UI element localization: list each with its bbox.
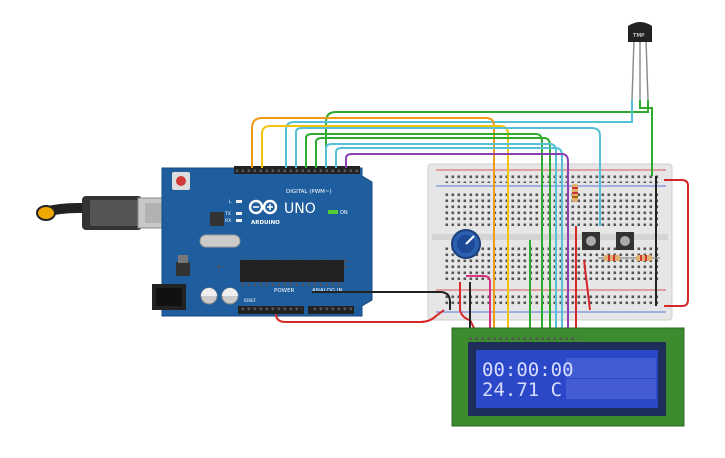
- arduino-logo-icon: [248, 199, 278, 215]
- crystal: [199, 234, 241, 248]
- usb-chip: [210, 212, 224, 226]
- lcd-module[interactable]: 00:00:00 24.71 C: [451, 327, 685, 427]
- ioref-label: IOREF: [244, 298, 257, 303]
- digital-label: DIGITAL (PWM~): [286, 189, 332, 195]
- atmega-chip: [240, 260, 344, 282]
- pushbutton-1[interactable]: [582, 232, 600, 250]
- temperature-sensor[interactable]: TMP: [628, 22, 652, 101]
- rx-led-label: RX: [225, 218, 231, 224]
- resistor-top: [572, 184, 578, 202]
- sensor-label: TMP: [632, 33, 645, 39]
- power-label: POWER: [274, 288, 295, 294]
- resistor-pair: [598, 255, 660, 261]
- usb-cable: [36, 196, 173, 230]
- l-led-label: L: [229, 199, 232, 205]
- tx-led-label: TX: [224, 211, 231, 217]
- brand-label: ARDUINO: [251, 220, 280, 226]
- lcd-screen: [476, 350, 658, 408]
- pushbutton-2[interactable]: [616, 232, 634, 250]
- reset-icon: [176, 176, 186, 186]
- lcd-line-1: 00:00:00: [482, 359, 574, 381]
- lcd-line-2: 24.71 C: [482, 379, 562, 401]
- wire-bundle-bottom: [275, 226, 591, 333]
- on-label: ON: [340, 210, 348, 216]
- model-label: UNO: [284, 201, 316, 217]
- wire-bundle-top: [251, 100, 689, 330]
- arduino-uno-board[interactable]: DIGITAL (PWM~) UNO ARDUINO ON L TX RX: [152, 166, 373, 317]
- potentiometer[interactable]: [451, 229, 481, 259]
- lcd-header-pins: [468, 334, 578, 340]
